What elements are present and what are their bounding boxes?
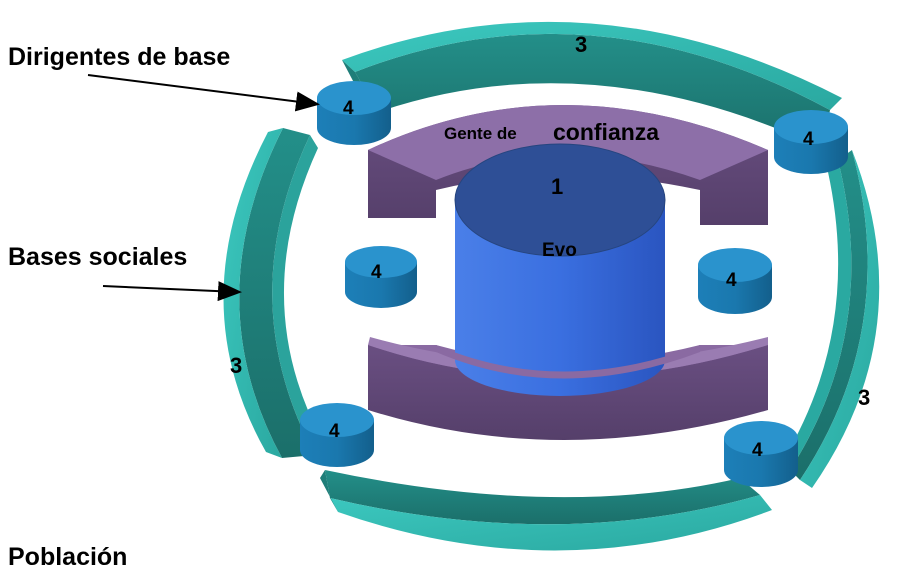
outer-ring-right-number: 3: [858, 385, 870, 410]
puck-mid-right-number: 4: [726, 270, 737, 291]
label-poblacion: Población: [8, 543, 127, 571]
puck-bottom-right-number: 4: [752, 440, 763, 461]
inner-ring-label-large: confianza: [553, 119, 659, 145]
arrow-bases-sociales: [102, 281, 242, 302]
center-name: Evo: [542, 240, 577, 261]
puck-top-left-number: 4: [343, 98, 354, 119]
outer-ring-bottom-segment: [320, 470, 772, 551]
center-cylinder: [454, 143, 666, 396]
puck-bottom-left-number: 4: [329, 421, 340, 442]
outer-ring-left-segment: [223, 128, 322, 458]
label-dirigentes-de-base: Dirigentes de base: [8, 43, 230, 71]
inner-ring-label-small: Gente de: [444, 124, 517, 143]
outer-ring-right-segment: [782, 150, 880, 488]
puck-top-right: [774, 110, 848, 174]
label-bases-sociales: Bases sociales: [8, 243, 187, 271]
arrow-dirigentes: [87, 74, 320, 112]
puck-bottom-left: [300, 403, 374, 467]
puck-top-left: [317, 81, 391, 145]
center-number: 1: [551, 174, 563, 199]
puck-mid-right: [698, 248, 772, 314]
puck-mid-left: [345, 246, 417, 308]
puck-bottom-right: [724, 421, 798, 487]
inner-ring-bottom-front: [436, 345, 700, 379]
outer-ring-top-number: 3: [575, 32, 587, 57]
puck-top-right-number: 4: [803, 129, 814, 150]
outer-ring-left-number: 3: [230, 353, 242, 378]
puck-mid-left-number: 4: [371, 262, 382, 283]
